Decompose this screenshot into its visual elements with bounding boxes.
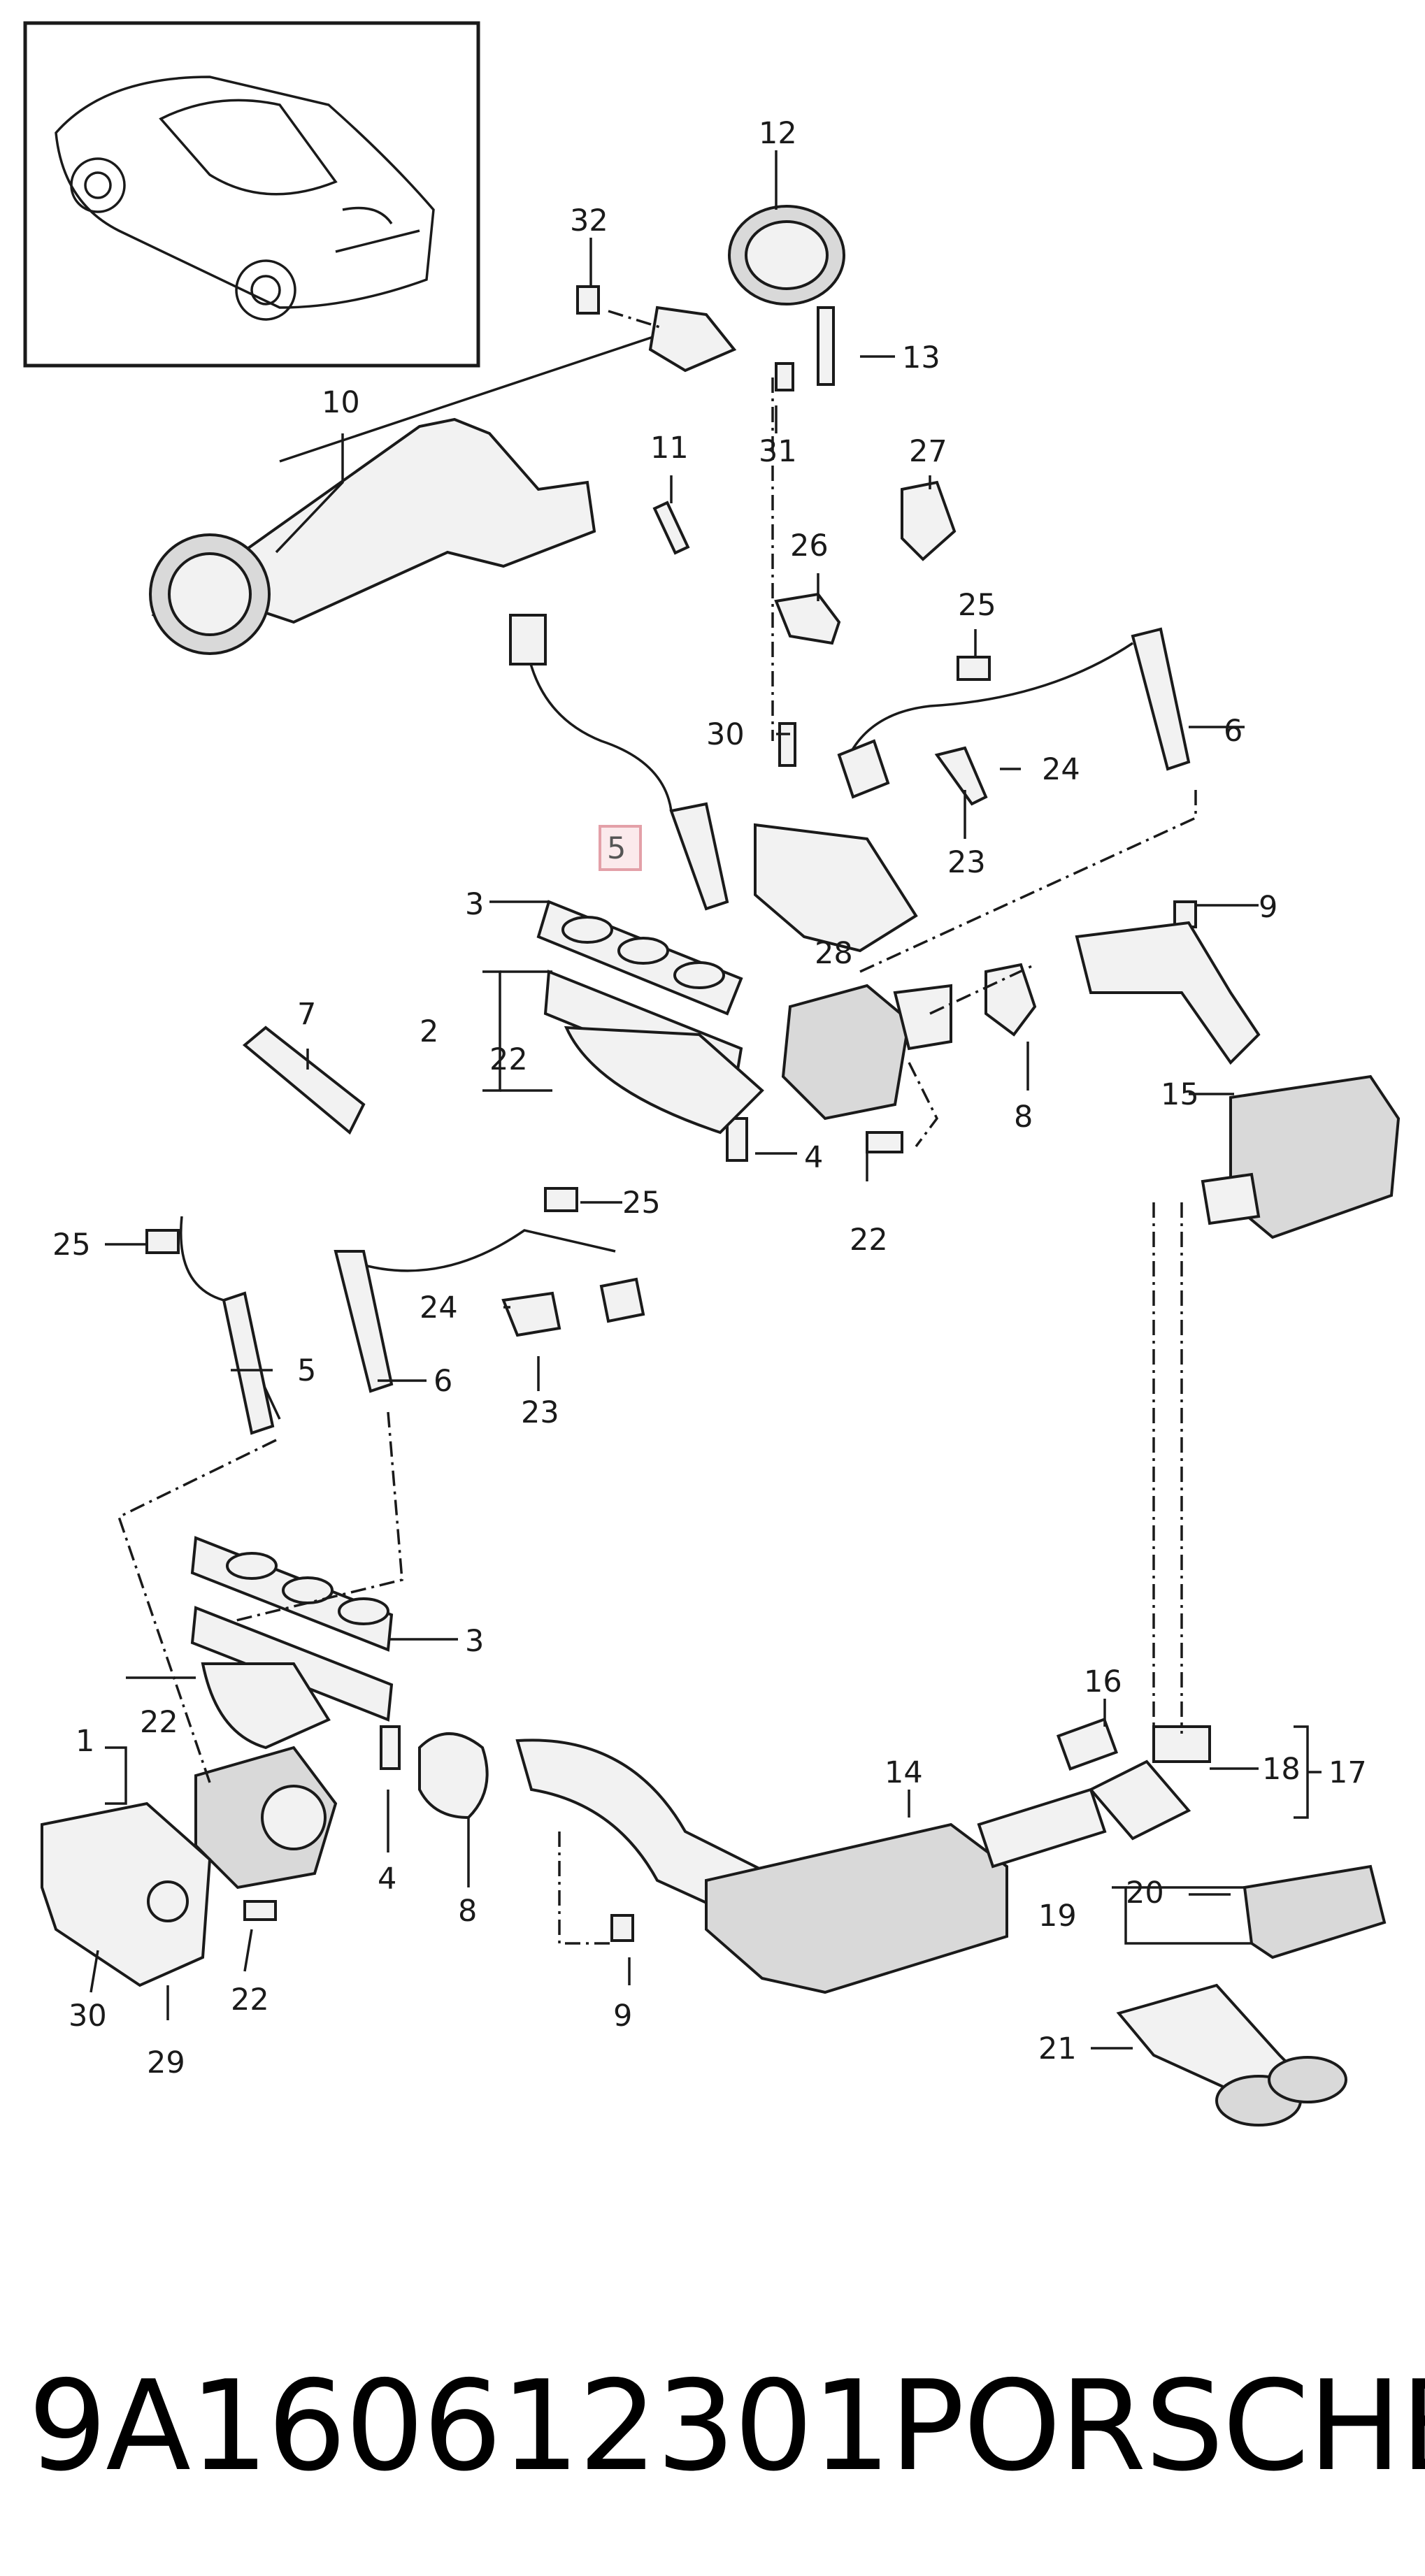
callout-4-top[interactable]: 4 [804, 1140, 823, 1175]
callout-22-lower[interactable]: 22 [231, 1983, 269, 2017]
callout-32[interactable]: 32 [570, 203, 608, 238]
manifold-lower [41, 1536, 394, 1987]
muffler-front [515, 1739, 1107, 1994]
clips [145, 480, 991, 1254]
tailpipes [1056, 1717, 1387, 2127]
footer: 9A160612301 PORSCHE [28, 2342, 1425, 2510]
callout-7[interactable]: 7 [297, 997, 316, 1032]
muffler-rear [1075, 921, 1401, 1239]
callout-28[interactable]: 28 [815, 936, 853, 971]
callout-8-lower[interactable]: 8 [458, 1894, 477, 1929]
callout-14[interactable]: 14 [885, 1755, 923, 1790]
callout-29[interactable]: 29 [147, 2045, 185, 2080]
car-inset [23, 21, 480, 368]
callout-25-mid[interactable]: 25 [622, 1186, 661, 1221]
exhaust-bracket [149, 305, 737, 655]
callout-30-lower[interactable]: 30 [69, 1999, 107, 2034]
callout-9-top[interactable]: 9 [1259, 890, 1277, 925]
callout-16[interactable]: 16 [1084, 1664, 1122, 1699]
brand-name: PORSCHE [889, 2353, 1425, 2498]
callout-5-highlighted[interactable]: 5 [607, 831, 626, 866]
callout-30-top[interactable]: 30 [706, 717, 745, 752]
callout-13[interactable]: 13 [902, 340, 940, 375]
callout-3-top[interactable]: 3 [465, 887, 484, 922]
callout-10[interactable]: 10 [322, 385, 360, 420]
manifold-upper [536, 823, 952, 1135]
callout-25-left[interactable]: 25 [52, 1228, 91, 1262]
callout-23-lower[interactable]: 23 [521, 1395, 559, 1430]
callout-12[interactable]: 12 [759, 116, 797, 151]
callout-1[interactable]: 1 [76, 1724, 94, 1759]
oxygen-sensors-lower [180, 1216, 645, 1435]
connection-lines [117, 310, 1197, 1945]
callout-2[interactable]: 2 [420, 1014, 438, 1049]
callout-6-top[interactable]: 6 [1224, 714, 1243, 749]
callout-4-lower[interactable]: 4 [378, 1862, 396, 1897]
callout-25-top[interactable]: 25 [958, 588, 996, 623]
callout-11[interactable]: 11 [650, 431, 689, 466]
oxygen-sensors-upper [509, 614, 1191, 911]
callout-15[interactable]: 15 [1161, 1077, 1199, 1112]
highlight-box [599, 825, 642, 871]
callout-3-lower[interactable]: 3 [465, 1624, 484, 1659]
callout-5-lower[interactable]: 5 [297, 1353, 316, 1388]
leader-lines [89, 150, 1322, 2050]
callout-21[interactable]: 21 [1038, 2031, 1077, 2066]
callout-23-top[interactable]: 23 [947, 845, 986, 880]
tube-paste [242, 1026, 366, 1135]
callout-24-top[interactable]: 24 [1042, 752, 1080, 787]
callout-19[interactable]: 19 [1038, 1899, 1077, 1934]
callout-22-manifold-lower[interactable]: 22 [140, 1705, 178, 1740]
callout-6-lower[interactable]: 6 [434, 1364, 452, 1399]
fasteners [83, 285, 1197, 1949]
callout-18[interactable]: 18 [1262, 1752, 1301, 1787]
callout-31[interactable]: 31 [759, 434, 797, 469]
callout-20[interactable]: 20 [1126, 1876, 1164, 1911]
callout-9-lower[interactable]: 9 [613, 1999, 632, 2034]
callout-labels: 5 12 32 13 10 11 31 27 26 25 30 6 24 23 … [52, 116, 1367, 2080]
clamp-part [728, 205, 845, 305]
callout-22-manifold-top[interactable]: 22 [489, 1042, 528, 1077]
gaskets [418, 963, 1037, 1820]
callout-17[interactable]: 17 [1329, 1755, 1367, 1790]
callout-27[interactable]: 27 [909, 434, 947, 469]
callout-8-top[interactable]: 8 [1014, 1100, 1033, 1135]
part-number: 9A160612301 [28, 2353, 891, 2498]
callout-22-top[interactable]: 22 [850, 1223, 888, 1258]
callout-24-mid[interactable]: 24 [420, 1290, 458, 1325]
callout-26[interactable]: 26 [790, 528, 829, 563]
